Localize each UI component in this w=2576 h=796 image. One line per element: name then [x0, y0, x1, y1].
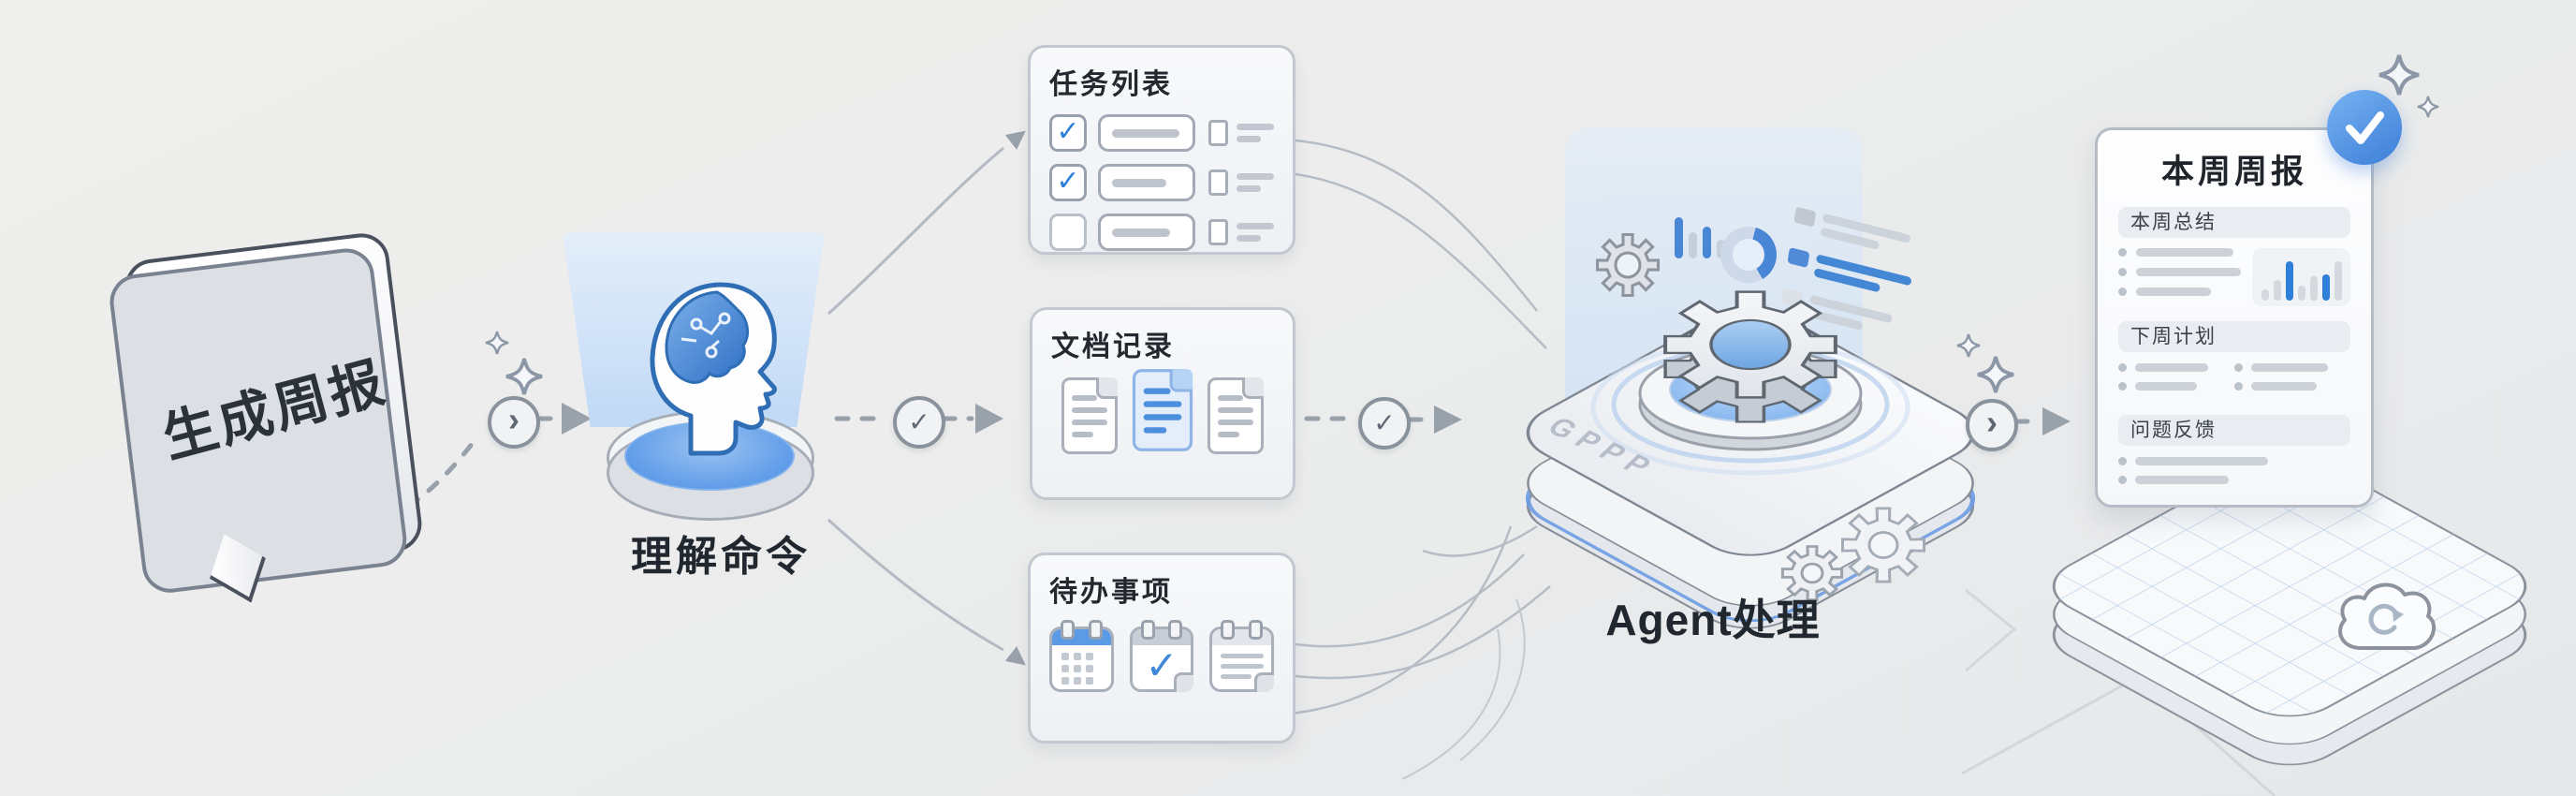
ai-brain-head-icon — [650, 282, 777, 456]
section-plan-header: 下周计划 — [2118, 321, 2350, 352]
fanout-curves — [827, 146, 1004, 652]
check-pad-icon: ✓ — [1129, 620, 1194, 692]
document-icon-highlighted — [1132, 369, 1193, 451]
chevron-right-icon: › — [1986, 403, 1998, 441]
gear-outline-icon — [1595, 232, 1661, 298]
flow-node-chevron-2: › — [1966, 399, 2018, 451]
input-command-text: 生成周报 — [156, 351, 393, 470]
input-speech-bubble: 生成周报 — [122, 229, 425, 603]
subtask-lines — [1237, 173, 1274, 192]
subtask-lines — [1237, 223, 1274, 242]
document-record-card: 文档记录 — [1030, 307, 1295, 500]
cloud-sync-icon — [2338, 582, 2437, 650]
subtask-box-icon — [1208, 120, 1228, 146]
report-grid-platform — [2052, 455, 2527, 766]
task-row: ✓ — [1049, 114, 1274, 152]
arrowheads — [562, 130, 2071, 666]
hologram-donut-chart-icon — [1720, 227, 1777, 283]
check-icon: ✓ — [1373, 408, 1396, 437]
task-row: ✓ — [1049, 164, 1274, 201]
flow-node-check-2: ✓ — [1358, 397, 1411, 450]
todo-items-card: 待办事项 ✓ — [1028, 553, 1295, 744]
report-title: 本周周报 — [2160, 154, 2307, 190]
todo-items-title: 待办事项 — [1049, 577, 1173, 608]
document-record-title: 文档记录 — [1051, 332, 1175, 362]
deco-curves — [1401, 598, 1526, 780]
chevron-right-icon: › — [508, 400, 520, 438]
task-list-title: 任务列表 — [1049, 69, 1173, 100]
sparkle-icons — [485, 54, 2439, 395]
task-list-card: 任务列表 ✓ ✓ ✓ — [1028, 45, 1295, 255]
check-icon: ✓ — [908, 407, 930, 436]
plan-bullets — [2118, 363, 2350, 401]
agent-label: Agent处理 — [1605, 596, 1821, 644]
task-row: ✓ — [1049, 214, 1274, 251]
section-summary-header: 本周总结 — [2118, 207, 2350, 238]
note-pad-icon — [1209, 620, 1275, 692]
report-complete-check-badge — [2327, 90, 2402, 165]
weekly-report-card: 本周周报 本周总结 下周计划 问题反馈 — [2095, 127, 2374, 508]
checkbox-empty-icon: ✓ — [1049, 214, 1087, 251]
subtask-box-icon — [1208, 219, 1228, 245]
task-text-pill — [1098, 164, 1196, 201]
task-text-pill — [1098, 214, 1196, 251]
report-bar-chart-icon — [2252, 248, 2350, 306]
flow-node-chevron-1: › — [488, 396, 540, 449]
subtask-box-icon — [1208, 170, 1228, 196]
task-text-pill — [1098, 114, 1196, 152]
check-icon — [2346, 111, 2384, 144]
flow-node-check-1: ✓ — [893, 396, 945, 449]
calendar-icon — [1049, 620, 1114, 692]
feedback-bullets — [2118, 457, 2350, 484]
document-icon — [1061, 377, 1118, 454]
subtask-lines — [1237, 124, 1274, 142]
section-feedback-header: 问题反馈 — [2118, 415, 2350, 446]
small-gears-icon — [1780, 507, 1925, 601]
checkbox-checked-icon: ✓ — [1049, 164, 1087, 201]
document-icon — [1208, 377, 1264, 454]
summary-bullets — [2118, 248, 2241, 307]
checkbox-checked-icon: ✓ — [1049, 114, 1087, 152]
understand-label: 理解命令 — [631, 534, 811, 580]
